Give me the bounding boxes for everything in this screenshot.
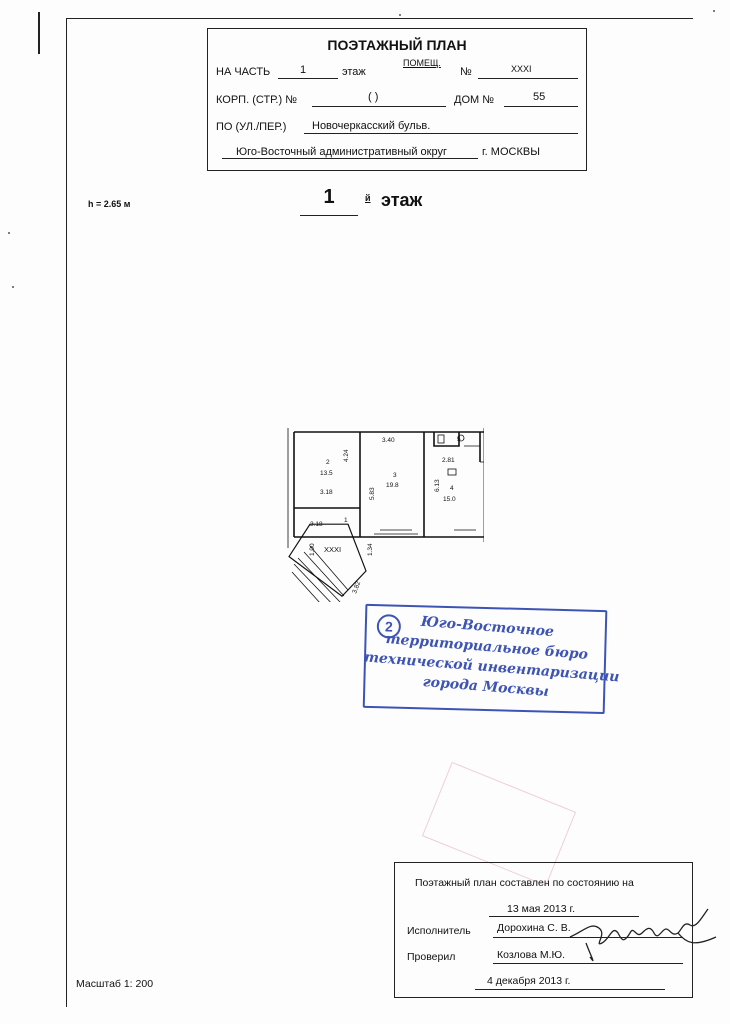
- city-label: г. МОСКВЫ: [482, 146, 540, 158]
- dim-1-00: 1.00: [309, 543, 316, 556]
- footer-box: Поэтажный план составлен по состоянию на…: [394, 862, 693, 998]
- room-3-area: 19.8: [386, 482, 399, 489]
- doc-title: ПОЭТАЖНЫЙ ПЛАН: [327, 37, 467, 53]
- dim-6-13: 6.13: [434, 479, 441, 492]
- floor-suffix: й: [365, 193, 371, 203]
- page-frame: [66, 18, 693, 1007]
- corp-label: КОРП. (СТР.) №: [216, 94, 297, 106]
- speck: [399, 14, 401, 16]
- signature: [569, 908, 717, 962]
- floor-word: этаж: [381, 190, 423, 210]
- executor-name: Дорохина С. В.: [497, 922, 571, 934]
- checker-label: Проверил: [407, 951, 456, 963]
- room-3-id: 3: [393, 472, 397, 479]
- dim-3-82: 3.82: [351, 580, 362, 595]
- state-text: Поэтажный план составлен по состоянию на: [415, 877, 634, 889]
- unit-label: XXXI: [324, 545, 341, 554]
- floor-number: 1: [300, 186, 358, 216]
- executor-label: Исполнитель: [407, 925, 471, 937]
- room-2-area: 13.5: [320, 470, 333, 477]
- street-label: ПО (УЛ./ПЕР.): [216, 121, 287, 133]
- part-label: НА ЧАСТЬ: [216, 66, 271, 78]
- state-date: 13 мая 2013 г.: [507, 903, 575, 915]
- speck: [12, 286, 14, 288]
- floor-plan: 2 13.5 4.24 3.18 3.18 1 3.40 3 19.8 5.83…: [287, 428, 484, 602]
- district-value: Юго-Восточный административный округ: [236, 146, 447, 158]
- floor-label: этаж: [342, 66, 366, 78]
- part-value: 1: [300, 64, 307, 76]
- room-5-id: 5: [457, 436, 461, 443]
- house-value: 55: [533, 91, 546, 103]
- header-box: ПОЭТАЖНЫЙ ПЛАН НА ЧАСТЬ 1 этаж ПОМЕЩ. № …: [207, 28, 587, 171]
- room-2-id: 2: [326, 459, 330, 466]
- checker-name: Козлова М.Ю.: [497, 949, 566, 961]
- dim-1-34: 1.34: [367, 543, 374, 556]
- dim-5-83: 5.83: [369, 487, 376, 500]
- room-1-id: 1: [344, 517, 348, 524]
- room-value: XXXI: [511, 64, 532, 74]
- corp-value: ( ): [368, 91, 379, 103]
- room-4-area: 15.0: [443, 496, 456, 503]
- dim-3-18-b: 3.18: [310, 521, 323, 528]
- issue-date: 4 декабря 2013 г.: [487, 975, 571, 987]
- dim-4-24: 4.24: [343, 449, 350, 462]
- room-label: ПОМЕЩ.: [403, 58, 441, 68]
- dim-3-40: 3.40: [382, 437, 395, 444]
- number-sign: №: [460, 66, 472, 78]
- scale-label: Масштаб 1: 200: [76, 978, 154, 990]
- dim-2-81: 2.81: [442, 457, 455, 464]
- ceiling-height: h = 2.65 м: [88, 199, 131, 209]
- speck: [713, 10, 715, 12]
- house-label: ДОМ №: [454, 94, 495, 106]
- bti-stamp: 2 Юго-Восточное территориальное бюро тех…: [362, 603, 620, 717]
- margin-mark: [38, 12, 40, 54]
- room-4-id: 4: [450, 485, 454, 492]
- dim-3-18-a: 3.18: [320, 489, 333, 496]
- street-value: Новочеркасский бульв.: [312, 120, 431, 132]
- speck: [8, 232, 10, 234]
